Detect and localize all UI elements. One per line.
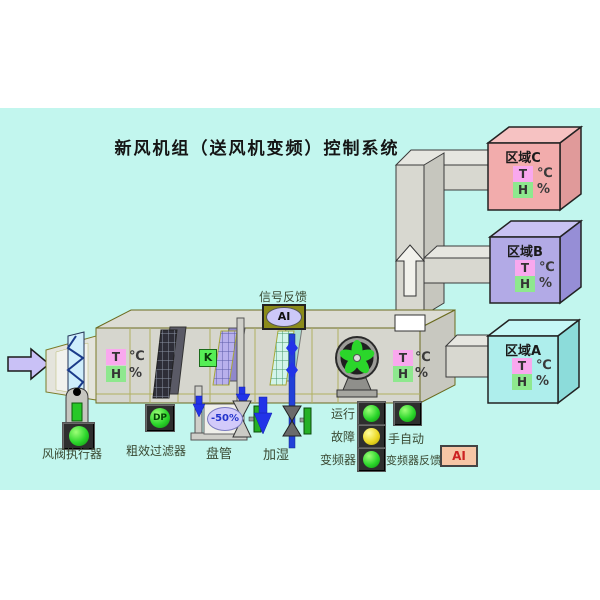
signal-feedback-ai-box: AI (262, 304, 306, 330)
zone-c-box (485, 125, 584, 212)
vfd-label: 变频器 (320, 453, 357, 467)
vfd-feedback-label: 变频器反馈 (386, 454, 441, 467)
damper-icon[interactable] (66, 331, 85, 397)
zone-b-temp-unit: ℃ (539, 260, 555, 275)
signal-feedback-label: 信号反馈 (259, 290, 308, 304)
hand-auto-light[interactable] (393, 401, 422, 426)
supply-humidity-unit: % (129, 366, 143, 381)
riser-collar (394, 314, 426, 332)
zone-b-label: 区域B (507, 245, 543, 260)
humidifier-label: 加湿 (263, 448, 290, 463)
fault-label: 故障 (331, 430, 356, 444)
zone-b-humidity-value: H (515, 276, 535, 292)
zone-a-temp-unit: ℃ (536, 358, 552, 373)
zone-c-temp-unit: ℃ (537, 166, 553, 181)
vfd-feedback-ai-box: AI (440, 445, 478, 467)
discharge-humidity-unit: % (415, 366, 429, 381)
hand-auto-bulb (399, 405, 416, 422)
humidifier-piping (253, 333, 298, 449)
zone-b-temp-value: T (515, 260, 535, 276)
filter-panel-icon (152, 326, 187, 399)
zone-b-box (487, 219, 584, 305)
run-light[interactable] (357, 401, 386, 426)
duct-to-zone-b (422, 245, 506, 284)
zone-c-label: 区域C (505, 151, 541, 166)
inlet-air-arrow-icon (7, 347, 51, 381)
page-title: 新风机组（送风机变频）控制系统 (114, 139, 400, 159)
zone-a-box (485, 318, 582, 405)
vfd-light[interactable] (357, 447, 386, 472)
discharge-temp-value: T (393, 350, 413, 366)
damper-status-bulb (68, 426, 89, 446)
humidifier-valve-icon[interactable] (282, 405, 312, 437)
zone-c-temp-value: T (513, 166, 533, 182)
fault-bulb (363, 428, 380, 445)
supply-riser-duct (395, 152, 445, 316)
damper-actuator-icon[interactable] (65, 387, 89, 425)
supply-fan-icon[interactable] (335, 336, 379, 398)
zone-b-humidity-unit: % (539, 276, 553, 291)
filter-dp-indicator[interactable]: DP (145, 404, 175, 432)
signal-feedback-ai-value: AI (266, 307, 302, 327)
coil-label: 盘管 (206, 447, 233, 462)
zone-a-label: 区域A (504, 344, 542, 359)
supply-temp-unit: ℃ (129, 349, 145, 364)
supply-humidity-value: H (106, 366, 126, 382)
damper-status-light[interactable] (62, 422, 95, 450)
zone-a-temp-value: T (512, 358, 532, 374)
zone-a-humidity-value: H (512, 374, 532, 390)
discharge-humidity-value: H (393, 366, 413, 382)
zone-c-humidity-value: H (513, 182, 533, 198)
damper-actuator-label: 风阀执行器 (42, 447, 103, 461)
run-bulb (363, 405, 380, 422)
zone-a-humidity-unit: % (536, 374, 550, 389)
vfd-bulb (363, 451, 380, 468)
hand-auto-label: 手自动 (388, 432, 425, 446)
filter-label: 粗效过滤器 (126, 444, 187, 458)
zone-c-humidity-unit: % (537, 182, 551, 197)
valve-opening-readout[interactable]: -50% (207, 407, 243, 431)
filter-dp-bulb: DP (150, 408, 170, 428)
run-label: 运行 (331, 407, 356, 421)
fault-light[interactable] (357, 424, 386, 449)
discharge-temp-unit: ℃ (415, 350, 431, 365)
supply-temp-value: T (106, 349, 126, 365)
airflow-up-arrow-icon (394, 244, 426, 297)
coil-interlock-badge: K (199, 349, 217, 367)
